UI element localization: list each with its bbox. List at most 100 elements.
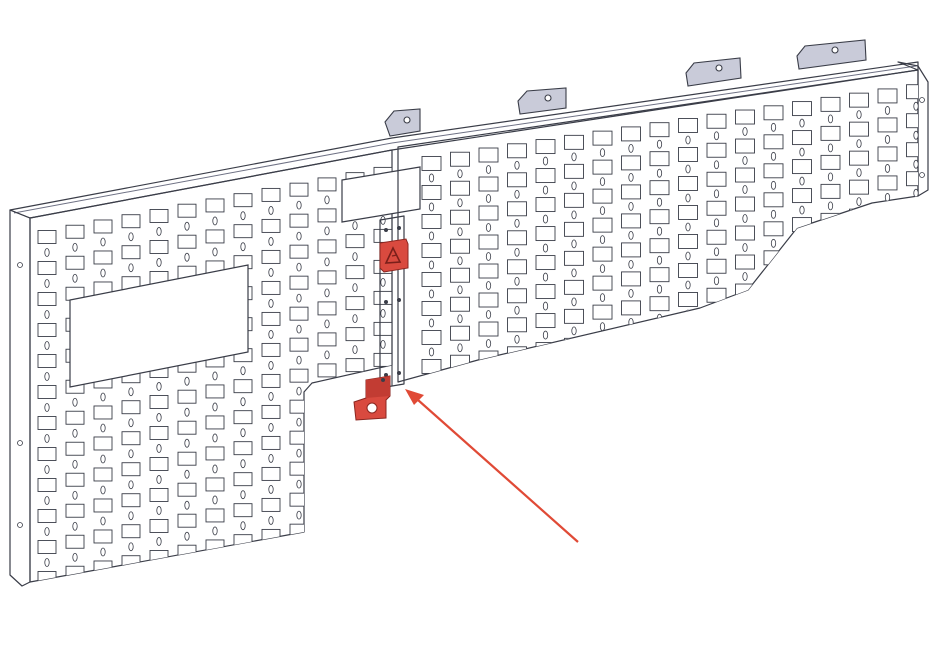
panel-slot-small bbox=[128, 542, 134, 552]
panel-slot-small bbox=[485, 339, 492, 348]
panel-slot bbox=[877, 233, 898, 249]
panel-slot-small bbox=[212, 216, 218, 226]
panel-slot bbox=[421, 271, 442, 287]
panel-slot bbox=[820, 154, 841, 170]
panel-slot bbox=[37, 416, 57, 430]
panel-slot bbox=[289, 430, 309, 445]
panel-slot bbox=[450, 296, 470, 312]
panel-slot bbox=[149, 457, 169, 471]
panel-slot-small bbox=[268, 268, 274, 277]
panel-slot bbox=[906, 113, 918, 129]
panel-slot bbox=[792, 304, 812, 320]
panel-slot-small bbox=[184, 407, 190, 417]
panel-slot bbox=[345, 420, 365, 435]
panel-slot bbox=[906, 229, 918, 245]
panel-slot-small bbox=[742, 272, 748, 281]
panel-slot bbox=[205, 198, 225, 213]
panel-slot-small bbox=[685, 135, 691, 145]
panel-slot-small bbox=[212, 557, 218, 567]
panel-slot-small bbox=[44, 372, 50, 381]
panel-slot bbox=[121, 431, 141, 446]
panel-slot bbox=[121, 462, 141, 477]
panel-slot bbox=[792, 188, 812, 204]
panel-slot-small bbox=[324, 443, 330, 453]
panel-slot-small bbox=[44, 341, 50, 350]
panel-slot-small bbox=[884, 251, 891, 260]
panel-slot-small bbox=[571, 239, 577, 249]
panel-slot-small bbox=[72, 242, 78, 252]
panel-slot-small bbox=[685, 193, 691, 203]
panel-slot bbox=[849, 208, 869, 224]
left-end-flange bbox=[9, 209, 31, 587]
panel-slot-small bbox=[856, 168, 862, 178]
panel-slot bbox=[261, 218, 281, 233]
panel-slot bbox=[535, 255, 556, 271]
panel-slot-small bbox=[156, 475, 162, 484]
panel-slot bbox=[289, 368, 309, 383]
panel-slot bbox=[261, 342, 281, 357]
panel-slot-small bbox=[324, 412, 330, 422]
panel-slot-small bbox=[45, 589, 49, 597]
panel-slot bbox=[421, 300, 442, 316]
panel-slot-small bbox=[268, 206, 274, 215]
panel-slot-small bbox=[571, 297, 577, 307]
panel-slot-small bbox=[212, 402, 218, 412]
panel-slot-small bbox=[656, 139, 663, 149]
panel-slot bbox=[820, 212, 841, 228]
panel-slot-small bbox=[296, 324, 302, 334]
panel-slot bbox=[261, 311, 281, 326]
panel-slot-small bbox=[240, 397, 246, 407]
panel-slot-small bbox=[156, 506, 162, 515]
panel-slot bbox=[564, 221, 584, 237]
panel-slot bbox=[373, 228, 392, 243]
panel-slot bbox=[877, 88, 898, 104]
panel-slot bbox=[261, 280, 281, 295]
panel-slot bbox=[233, 379, 253, 394]
panel-slot bbox=[177, 234, 197, 249]
panel-slot-small bbox=[268, 299, 274, 308]
panel-slot-small bbox=[542, 330, 549, 340]
panel-slot bbox=[792, 275, 812, 291]
panel-slot bbox=[37, 540, 57, 554]
panel-slot bbox=[906, 84, 918, 100]
panel-slot-small bbox=[128, 232, 134, 242]
panel-slot bbox=[149, 519, 169, 533]
panel-slot-small bbox=[268, 237, 274, 246]
panel-slot-small bbox=[156, 537, 162, 546]
panel-slot bbox=[65, 224, 85, 239]
panel-slot-small bbox=[542, 243, 549, 253]
panel-slot-small bbox=[156, 444, 162, 453]
panel-slot-small bbox=[514, 218, 520, 228]
panel-slot bbox=[507, 259, 527, 275]
panel-slot bbox=[345, 296, 365, 311]
panel-slot-small bbox=[296, 231, 302, 241]
panel-slot-small bbox=[72, 273, 78, 283]
panel-slot-small bbox=[268, 361, 274, 370]
panel-slot bbox=[507, 143, 527, 159]
panel-slot-small bbox=[599, 177, 606, 187]
panel-slot bbox=[678, 118, 698, 133]
panel-slot bbox=[478, 205, 499, 221]
right-panel-slots bbox=[421, 84, 918, 374]
panel-slot-small bbox=[156, 258, 162, 267]
panel-slot-small bbox=[457, 227, 463, 237]
panel-slot-small bbox=[212, 371, 218, 381]
panel-slot bbox=[763, 134, 784, 150]
panel-slot-small bbox=[240, 242, 246, 252]
panel-slot bbox=[849, 237, 869, 253]
panel-slot-small bbox=[184, 562, 190, 572]
panel-slot-small bbox=[713, 276, 720, 286]
panel-slot bbox=[877, 146, 898, 162]
panel-slot bbox=[317, 456, 337, 471]
panel-slot-small bbox=[542, 185, 549, 195]
panel-slot bbox=[37, 292, 57, 306]
panel-slot bbox=[564, 337, 584, 353]
panel-slot-small bbox=[184, 221, 190, 231]
panel-slot bbox=[450, 180, 470, 196]
panel-slot-small bbox=[44, 248, 50, 257]
panel-slot bbox=[149, 395, 169, 409]
panel-slot bbox=[373, 352, 392, 367]
panel-slot-small bbox=[628, 260, 634, 269]
panel-slot-small bbox=[44, 434, 50, 443]
panel-slot-small bbox=[212, 433, 218, 443]
